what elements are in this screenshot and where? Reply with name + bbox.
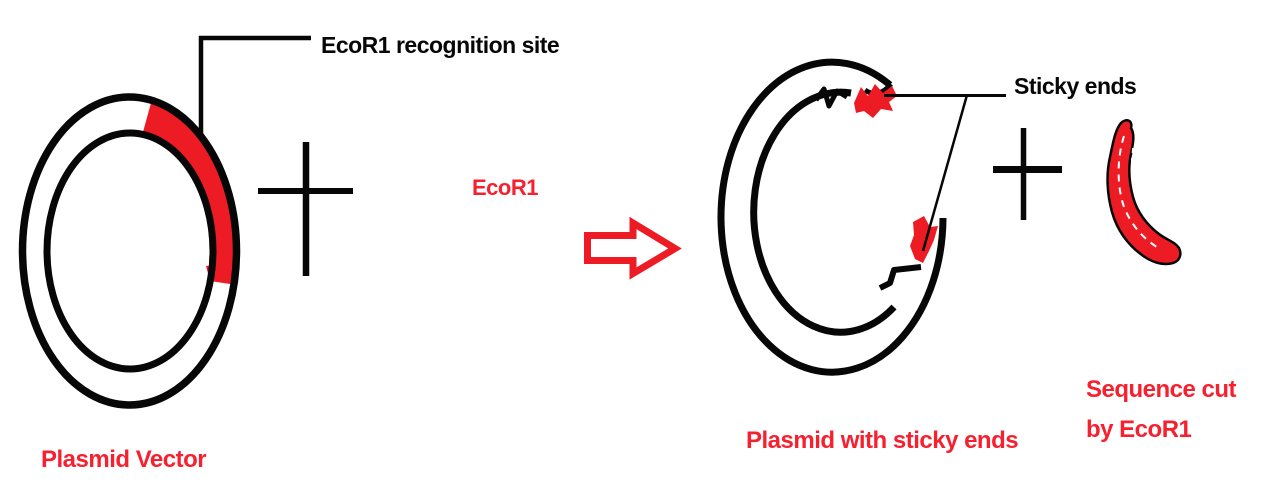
plus-icon: [258, 142, 353, 276]
right-arrow-icon: [584, 216, 682, 280]
sticky-ends-callout-label: Sticky ends: [1014, 73, 1137, 99]
plasmid-outer-ring: [18, 93, 241, 409]
sequence-cut-label-line2: by EcoR1: [1086, 416, 1192, 443]
cut-sequence-strand-line: [1130, 147, 1167, 235]
inner-ring-top-nick: [813, 86, 849, 109]
plasmid-vector-figure: [18, 35, 311, 409]
cut-sequence-shape: [1106, 119, 1182, 266]
cut-plasmid-figure: [717, 58, 1006, 376]
recognition-site-arc: [142, 103, 239, 284]
plus-icon: [993, 128, 1062, 220]
plasmid-with-sticky-ends-label: Plasmid with sticky ends: [746, 427, 1019, 454]
cut-sequence-strand-line: [1117, 135, 1161, 250]
cut-sequence-icon: [1106, 119, 1182, 266]
callout-line: [198, 35, 311, 137]
cut-outer-ring-arc: [717, 58, 947, 376]
recognition-site-callout-label: EcoR1 recognition site: [321, 32, 560, 58]
sticky-end-top: [854, 84, 897, 118]
sequence-cut-label: Sequence cut by EcoR1: [1086, 370, 1237, 450]
inner-ring-bottom-nick: [878, 264, 922, 291]
cut-inner-ring-arc: [750, 88, 897, 336]
sequence-cut-label-line1: Sequence cut: [1086, 376, 1237, 403]
sticky-end-bottom: [910, 216, 938, 263]
sticky-ends-pointer-bottom: [921, 94, 969, 252]
enzyme-label: EcoR1: [472, 175, 538, 200]
plasmid-inner-ring: [43, 129, 217, 373]
plasmid-vector-label: Plasmid Vector: [41, 446, 207, 473]
